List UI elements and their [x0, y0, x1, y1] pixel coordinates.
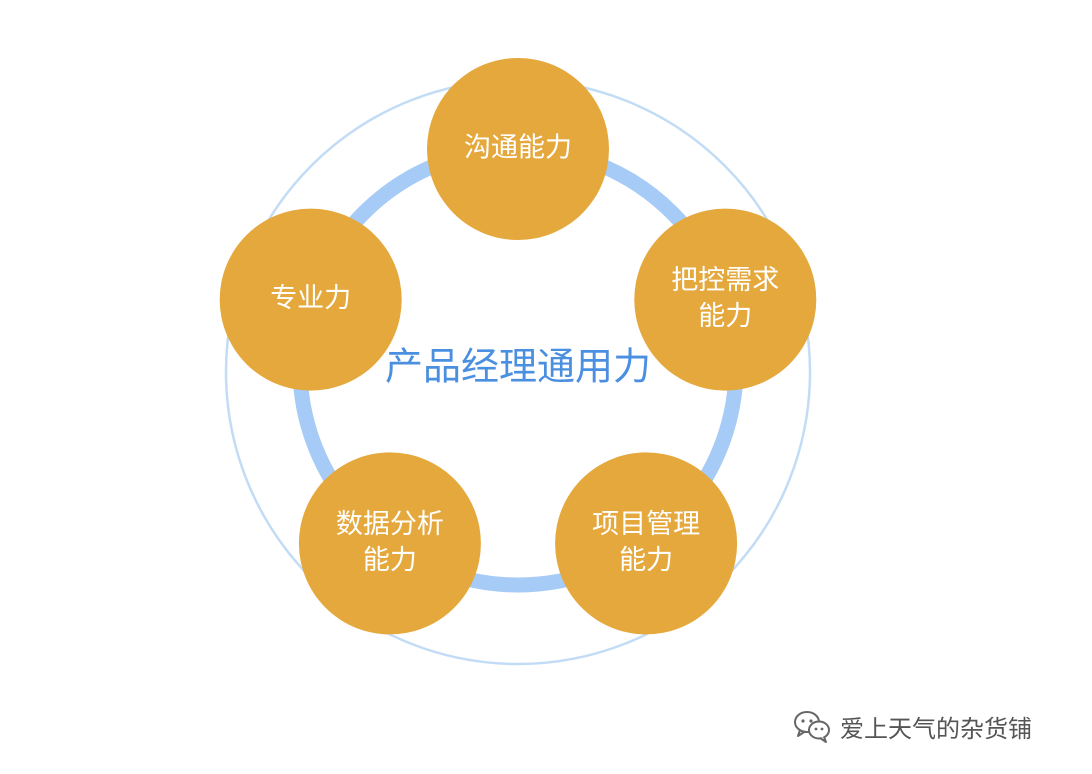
capability-node-label: 项目管理: [592, 509, 700, 540]
capability-node-label: 沟通能力: [464, 133, 572, 164]
watermark: 爱上天气的杂货铺: [792, 706, 1032, 746]
capability-node-label: 数据分析: [336, 509, 444, 540]
wechat-icon: [794, 711, 830, 743]
capability-node-label: 能力: [698, 301, 752, 332]
capability-node-circle: [555, 452, 738, 635]
capability-node-label: 专业力: [270, 283, 351, 314]
capability-node-circle: [427, 58, 609, 240]
center-title: 产品经理通用力: [385, 345, 651, 389]
capability-node-label: 把控需求: [671, 265, 779, 296]
capability-node-circle: [634, 208, 817, 391]
capability-node-label: 能力: [619, 545, 673, 576]
watermark-text: 爱上天气的杂货铺: [840, 714, 1032, 743]
capability-node: 专业力: [219, 208, 402, 391]
capability-node-circle: [219, 208, 402, 391]
capability-node: 沟通能力: [427, 58, 609, 240]
capability-node-circle: [298, 452, 481, 635]
capability-node-label: 能力: [363, 545, 417, 576]
